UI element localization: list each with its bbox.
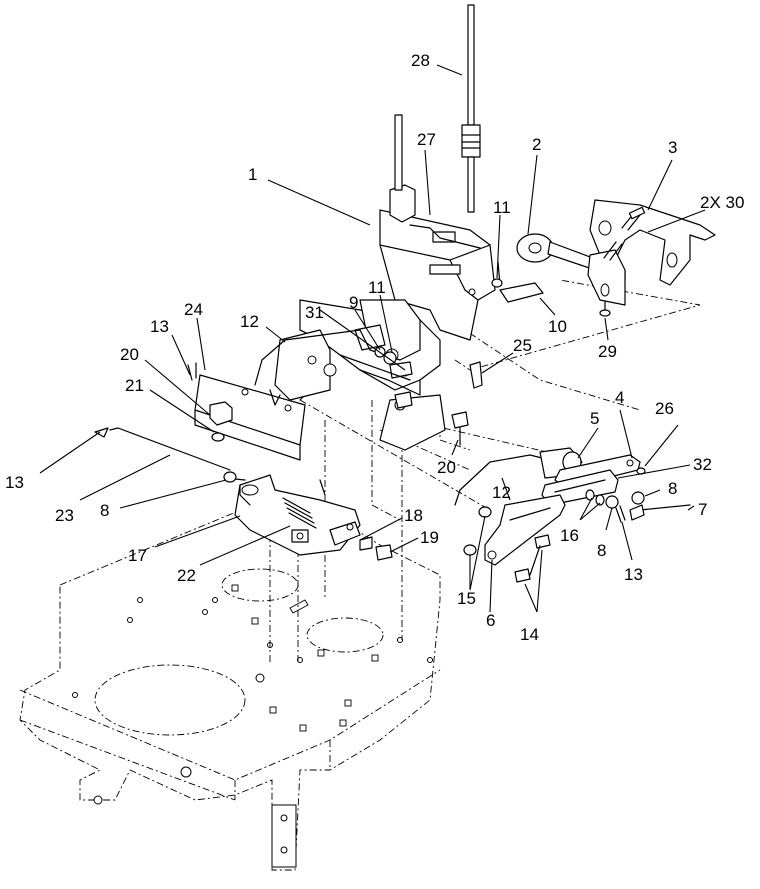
rod-12-upper bbox=[254, 329, 371, 386]
fastener-18-19 bbox=[359, 536, 393, 561]
callout-3: 3 bbox=[668, 138, 677, 157]
base-frame-plate bbox=[19, 499, 441, 871]
callout-15: 15 bbox=[457, 589, 476, 608]
callout-13-left: 13 bbox=[5, 473, 24, 492]
control-cable bbox=[461, 4, 481, 213]
pivot-plate bbox=[187, 362, 306, 461]
callout-2: 2 bbox=[532, 135, 541, 154]
washer-8-left bbox=[223, 471, 237, 483]
callout-23: 23 bbox=[55, 506, 74, 525]
callout-17: 17 bbox=[128, 546, 147, 565]
leader-lines bbox=[39, 64, 706, 613]
callout-16: 16 bbox=[560, 526, 579, 545]
callout-26: 26 bbox=[655, 399, 674, 418]
cotter-13-left bbox=[94, 427, 109, 438]
callout-27: 27 bbox=[417, 130, 436, 149]
callout-13-upper: 13 bbox=[150, 317, 169, 336]
callout-28: 28 bbox=[411, 51, 430, 70]
part-25 bbox=[469, 361, 483, 389]
callout-6: 6 bbox=[486, 611, 495, 630]
cotter-13-right bbox=[615, 505, 626, 523]
callout-19: 19 bbox=[420, 528, 439, 547]
bolts-14 bbox=[514, 534, 551, 583]
callout-12-upper: 12 bbox=[240, 312, 259, 331]
callout-20-left: 20 bbox=[120, 345, 139, 364]
callout-4: 4 bbox=[615, 388, 624, 407]
lower-bracket bbox=[234, 474, 361, 556]
callout-5: 5 bbox=[590, 409, 599, 428]
callout-8-right: 8 bbox=[668, 479, 677, 498]
bolt-20-right bbox=[451, 411, 469, 446]
callout-29: 29 bbox=[598, 342, 617, 361]
nut-11-upper bbox=[491, 278, 503, 288]
nut-15-a bbox=[478, 506, 492, 518]
callout-18: 18 bbox=[404, 506, 423, 525]
callout-7: 7 bbox=[698, 500, 707, 519]
callout-11-upper: 11 bbox=[493, 198, 511, 217]
nut-15-b bbox=[463, 544, 477, 556]
link-6 bbox=[484, 494, 566, 566]
callout-9: 9 bbox=[349, 293, 358, 312]
callout-12-lower: 12 bbox=[492, 483, 511, 502]
callout-13-right: 13 bbox=[624, 565, 643, 584]
lever-2 bbox=[516, 233, 626, 306]
callout-2x30: 2X 30 bbox=[700, 193, 744, 212]
plate-10 bbox=[499, 282, 544, 303]
bolts-30 bbox=[603, 206, 646, 261]
linkage-bracket bbox=[274, 299, 446, 451]
bolt-20-upper bbox=[394, 391, 413, 409]
callout-10: 10 bbox=[548, 317, 567, 336]
part-29 bbox=[599, 301, 611, 317]
callout-24: 24 bbox=[184, 300, 203, 319]
washer-8-right bbox=[631, 491, 645, 505]
callout-32: 32 bbox=[693, 455, 712, 474]
washers-16 bbox=[585, 489, 619, 509]
callout-22: 22 bbox=[177, 566, 196, 585]
callout-14: 14 bbox=[520, 625, 539, 644]
callout-8-left: 8 bbox=[100, 501, 109, 520]
control-housing bbox=[379, 114, 496, 341]
callout-8-mid: 8 bbox=[597, 541, 606, 560]
rod-31 bbox=[339, 354, 411, 381]
callout-labels: 1 2 3 2X 30 27 28 11 11 10 29 24 13 12 3… bbox=[5, 51, 744, 644]
callout-21: 21 bbox=[125, 376, 144, 395]
callout-20-right: 20 bbox=[437, 458, 456, 477]
callout-11-lower: 11 bbox=[368, 278, 386, 297]
callout-25: 25 bbox=[513, 336, 532, 355]
callout-31: 31 bbox=[305, 303, 324, 322]
bolt-7 bbox=[629, 504, 691, 521]
rod-23 bbox=[109, 427, 246, 481]
callout-1: 1 bbox=[248, 165, 257, 184]
